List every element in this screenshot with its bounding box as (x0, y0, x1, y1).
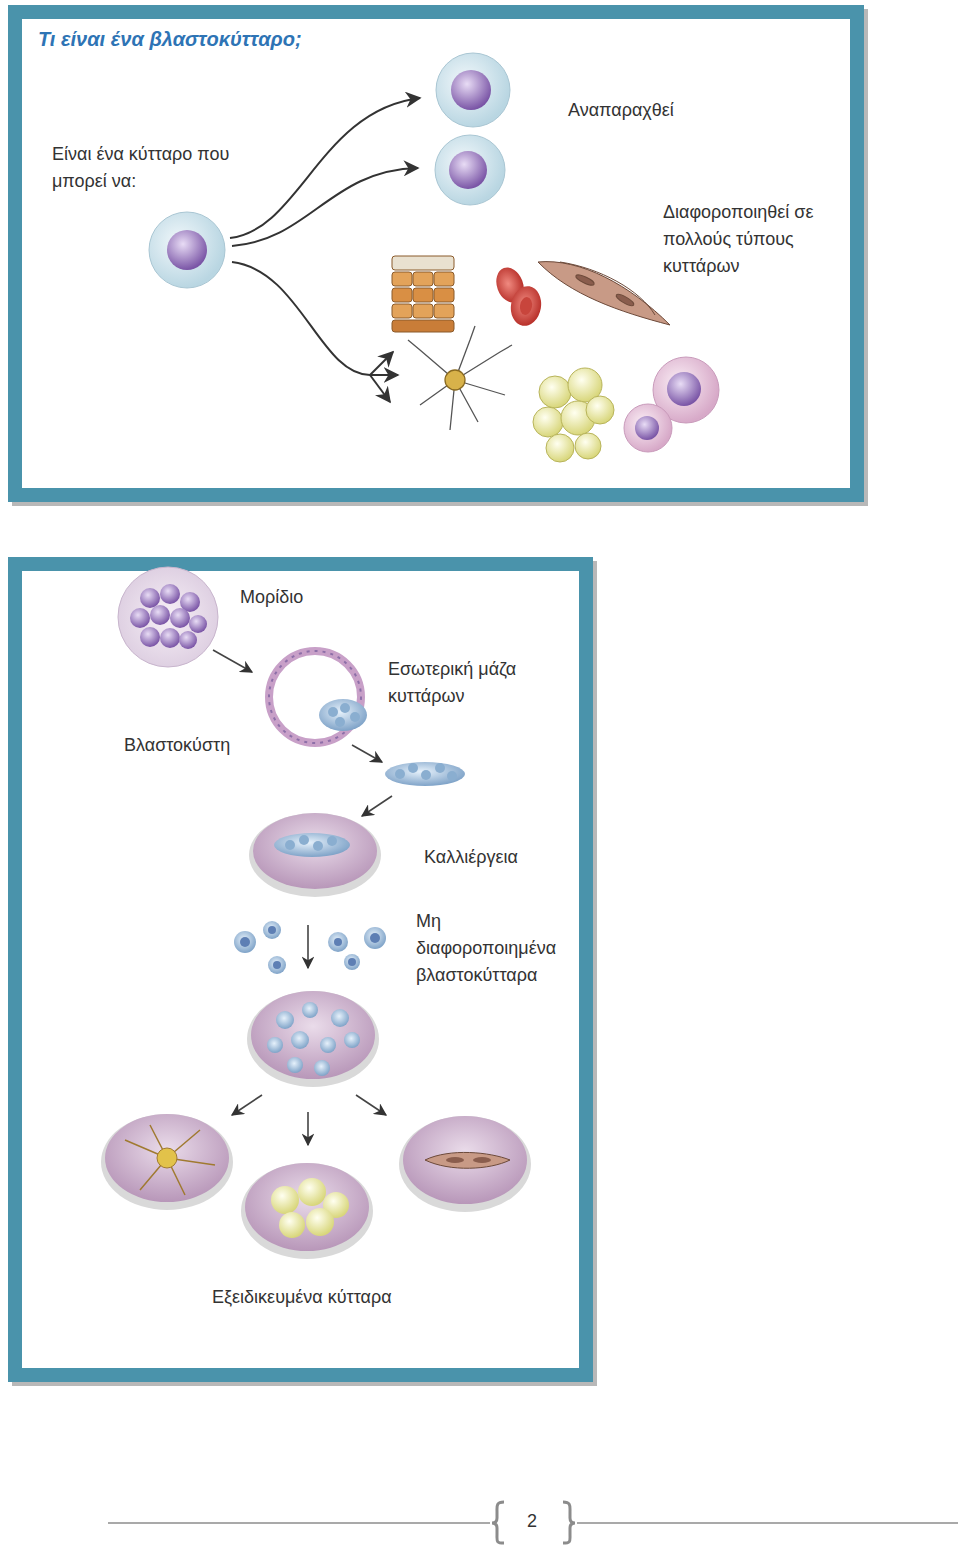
muscle-cells (538, 262, 670, 325)
arrows (230, 98, 420, 402)
muscle-dish (399, 1116, 531, 1212)
stage-label: Βλαστοκύστη (124, 732, 230, 759)
arrows (213, 650, 392, 1145)
fat-dish (241, 1163, 373, 1259)
culture-dish (247, 991, 379, 1087)
culture-dish (249, 813, 381, 897)
neuron-dish (101, 1114, 233, 1210)
stage-label: Καλλιέργεια (424, 844, 518, 871)
callout-label: Διαφοροποιηθεί σε πολλούς τύπους κυττάρω… (663, 199, 843, 280)
stage-label: Εσωτερική μάζα κυττάρων (388, 656, 538, 710)
callout-label: Αναπαραχθεί (568, 97, 674, 124)
inner-cell-mass (385, 762, 465, 786)
stage-label: Μη διαφοροποιημένα βλαστοκύτταρα (416, 908, 574, 989)
copy-cells (435, 53, 510, 205)
morula (118, 567, 218, 667)
red-blood-cells (492, 264, 545, 329)
page-number: 2 (527, 1508, 537, 1535)
stage-label: Εξειδικευμένα κύτταρα (212, 1284, 392, 1311)
fat-cells (533, 368, 614, 462)
blastocyst (269, 651, 367, 743)
stage-label: Μορίδιο (240, 584, 303, 611)
epithelial-cells (392, 256, 454, 332)
intro-text: Είναι ένα κύτταρο που μπορεί να: (52, 141, 267, 195)
panel-frame (8, 557, 597, 1386)
neuron (408, 326, 512, 430)
stem-cell (149, 212, 225, 288)
blood-cells (624, 357, 719, 452)
page-footer (108, 1502, 958, 1543)
loose-stem-cells (234, 921, 386, 974)
panel-frame (8, 5, 868, 506)
panel-title: Τι είναι ένα βλαστοκύτταρο; (38, 28, 302, 51)
